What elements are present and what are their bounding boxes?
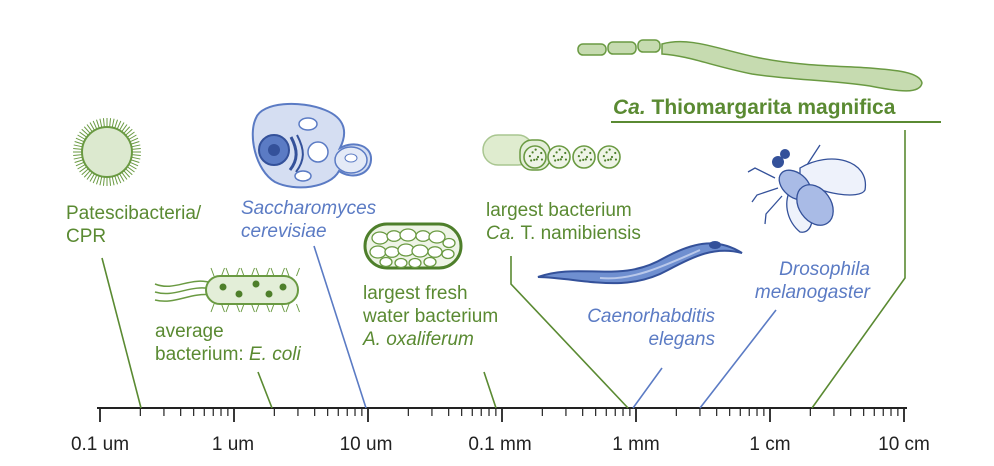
label-drosophila-line2: melanogaster [754,282,870,303]
magnifica-illustration [577,39,923,92]
label-oxaliferum: largest fresh water bacterium A. oxalife… [363,282,498,351]
tick-label-10-um: 10 um [339,434,393,455]
label-ecoli-prefix: bacterium: [155,344,249,365]
label-drosophila-line1: Drosophila [779,259,870,280]
label-ecoli: average bacterium: E. coli [155,320,301,366]
label-elegans-line2: elegans [648,329,715,350]
label-namibiensis-species: T. namibiensis [515,223,641,244]
label-patescibacteria: Patescibacteria/ CPR [66,202,201,248]
label-namibiensis-ca: Ca. [486,223,516,244]
leader-elegans [632,367,663,409]
tick-label-1-mm: 1 mm [612,434,660,455]
leader-drosophila [699,309,777,409]
label-namibiensis-line1: largest bacterium [486,200,632,221]
ecoli-illustration [154,267,300,313]
elegans-illustration [537,241,743,285]
tick-label-1-cm: 1 cm [749,434,791,455]
label-drosophila: Drosophila melanogaster [730,258,870,304]
label-magnifica-species: Thiomargarita magnifica [645,96,896,119]
label-patescibacteria-line2: CPR [66,226,107,247]
label-saccharomyces-line2: cerevisiae [241,221,327,242]
label-ecoli-line1: average [155,321,224,342]
leader-patescibacteria [101,257,142,409]
label-oxaliferum-line3: A. oxaliferum [363,329,474,350]
label-oxaliferum-line2: water bacterium [363,306,499,327]
tick-label-10-cm: 10 cm [878,434,930,455]
label-elegans-line1: Caenorhabditis [587,306,715,327]
tick-label-0-1-mm: 0.1 mm [468,434,532,455]
leader-ecoli [257,371,273,409]
tick-label-0-1-um: 0.1 um [70,434,130,455]
leader-namibiensis [510,256,629,409]
patescibacteria-illustration [73,118,141,186]
label-oxaliferum-line1: largest fresh [363,283,468,304]
label-magnifica-ca: Ca. [613,96,646,119]
label-ecoli-species: E. coli [248,344,301,365]
label-patescibacteria-line1: Patescibacteria/ [66,203,202,224]
label-namibiensis: largest bacterium Ca. T. namibiensis [486,199,641,245]
label-elegans: Caenorhabditis elegans [565,305,715,351]
axis-ticks [99,408,905,422]
oxaliferum-illustration [363,222,463,270]
leader-magnifica [811,130,906,409]
label-saccharomyces: Saccharomyces cerevisiae [241,197,376,243]
label-magnifica: Ca. Thiomargarita magnifica [613,95,895,121]
leader-saccharomyces [313,245,367,409]
saccharomyces-illustration [251,102,373,189]
leader-oxaliferum [483,371,497,409]
namibiensis-illustration [482,134,621,171]
label-magnifica-underline [611,121,941,123]
drosophila-illustration [747,144,866,233]
label-saccharomyces-line1: Saccharomyces [241,198,377,219]
tick-label-1-um: 1 um [211,434,255,455]
